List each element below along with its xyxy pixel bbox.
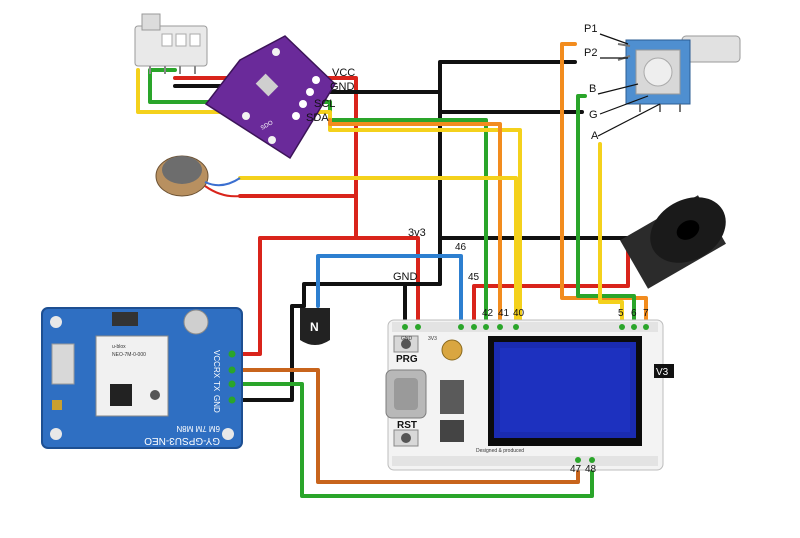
heltec-pin-6: 6: [631, 308, 637, 319]
gps-module: u-blox NEO-7M-0-000: [41, 307, 243, 449]
wire-encoder-b: [576, 94, 636, 327]
heltec-pin-45: 45: [468, 272, 480, 283]
heltec-footer: Designed & produced: [476, 448, 524, 454]
heltec-version: V3: [656, 367, 669, 378]
heltec-pin-5: 5: [618, 308, 624, 319]
wire-gps-rx: [236, 368, 580, 484]
wire-buzzer-red: [472, 250, 630, 324]
encoder-label-a: A: [591, 130, 599, 142]
gps-pin-tx: TX: [212, 381, 221, 392]
heltec-rst-label: RST: [397, 420, 417, 431]
rotary-encoder-icon: [617, 35, 741, 112]
sensor-pin-sdo: SDO: [260, 120, 275, 132]
heltec-pin-gnd: GND: [401, 336, 413, 342]
encoder-label-p1: P1: [584, 23, 597, 35]
gps-pin-gnd: GND: [212, 395, 221, 413]
encoder-pointer-lines: [597, 33, 661, 137]
wire-sda: [136, 68, 522, 327]
svg-text:N: N: [310, 320, 319, 334]
transistor-icon: N: [300, 308, 330, 345]
wire-gnd-transistor: [302, 282, 442, 327]
heltec-pin-46: 46: [455, 242, 467, 253]
label-3v3: 3v3: [408, 227, 426, 239]
sensor-pin-labels: VCC GND SCL SDA: [306, 67, 355, 124]
sensor-label-gnd: GND: [330, 81, 355, 93]
heltec-pin-47: 47: [570, 464, 582, 475]
wire-gnd-encoder: [438, 60, 577, 286]
heltec-pin-3v3: 3V3: [428, 336, 437, 342]
gps-chip-brand: u-blox: [112, 344, 126, 350]
vibration-motor-icon: [155, 155, 241, 198]
label-gnd: GND: [393, 271, 418, 283]
wire-gps-tx: [236, 382, 594, 498]
heltec-pin-40: 40: [513, 308, 525, 319]
sensor-label-sda: SDA: [306, 112, 329, 124]
encoder-label-p2: P2: [584, 47, 597, 59]
wire-encoder-p1: [560, 42, 648, 327]
wire-motor-yellow: [238, 176, 518, 327]
wire-orange-41: [328, 118, 502, 327]
wire-3v3-heltec: [354, 236, 420, 327]
heltec-prg-label: PRG: [396, 354, 418, 365]
gps-pin-rx: RX: [212, 367, 221, 379]
wire-blue-46: [316, 254, 463, 327]
gps-model-label: GY-GPSU3-NEO: [144, 435, 220, 446]
sensor-module: SDO: [204, 35, 336, 160]
wire-encoder-a: [598, 142, 624, 327]
gps-side-text: 6M 7M M8N: [176, 424, 220, 433]
sensor-label-scl: SCL: [314, 98, 335, 110]
heltec-pin-41: 41: [498, 308, 510, 319]
sensor-label-vcc: VCC: [332, 67, 355, 79]
jst-connector-icon: [134, 13, 208, 74]
buzzer-icon: [620, 195, 726, 289]
encoder-label-b: B: [589, 83, 596, 95]
encoder-label-g: G: [589, 109, 598, 121]
heltec-pin-42: 42: [482, 308, 494, 319]
gps-pin-vcc: VCC: [212, 350, 221, 367]
wire-gnd-gps: [236, 304, 306, 402]
heltec-pin-7: 7: [643, 308, 649, 319]
heltec-pin-48: 48: [585, 464, 597, 475]
heltec-board: PRG RST V3 Designed & produced GND 3V3: [385, 319, 674, 471]
gps-chip-model: NEO-7M-0-000: [112, 352, 146, 358]
